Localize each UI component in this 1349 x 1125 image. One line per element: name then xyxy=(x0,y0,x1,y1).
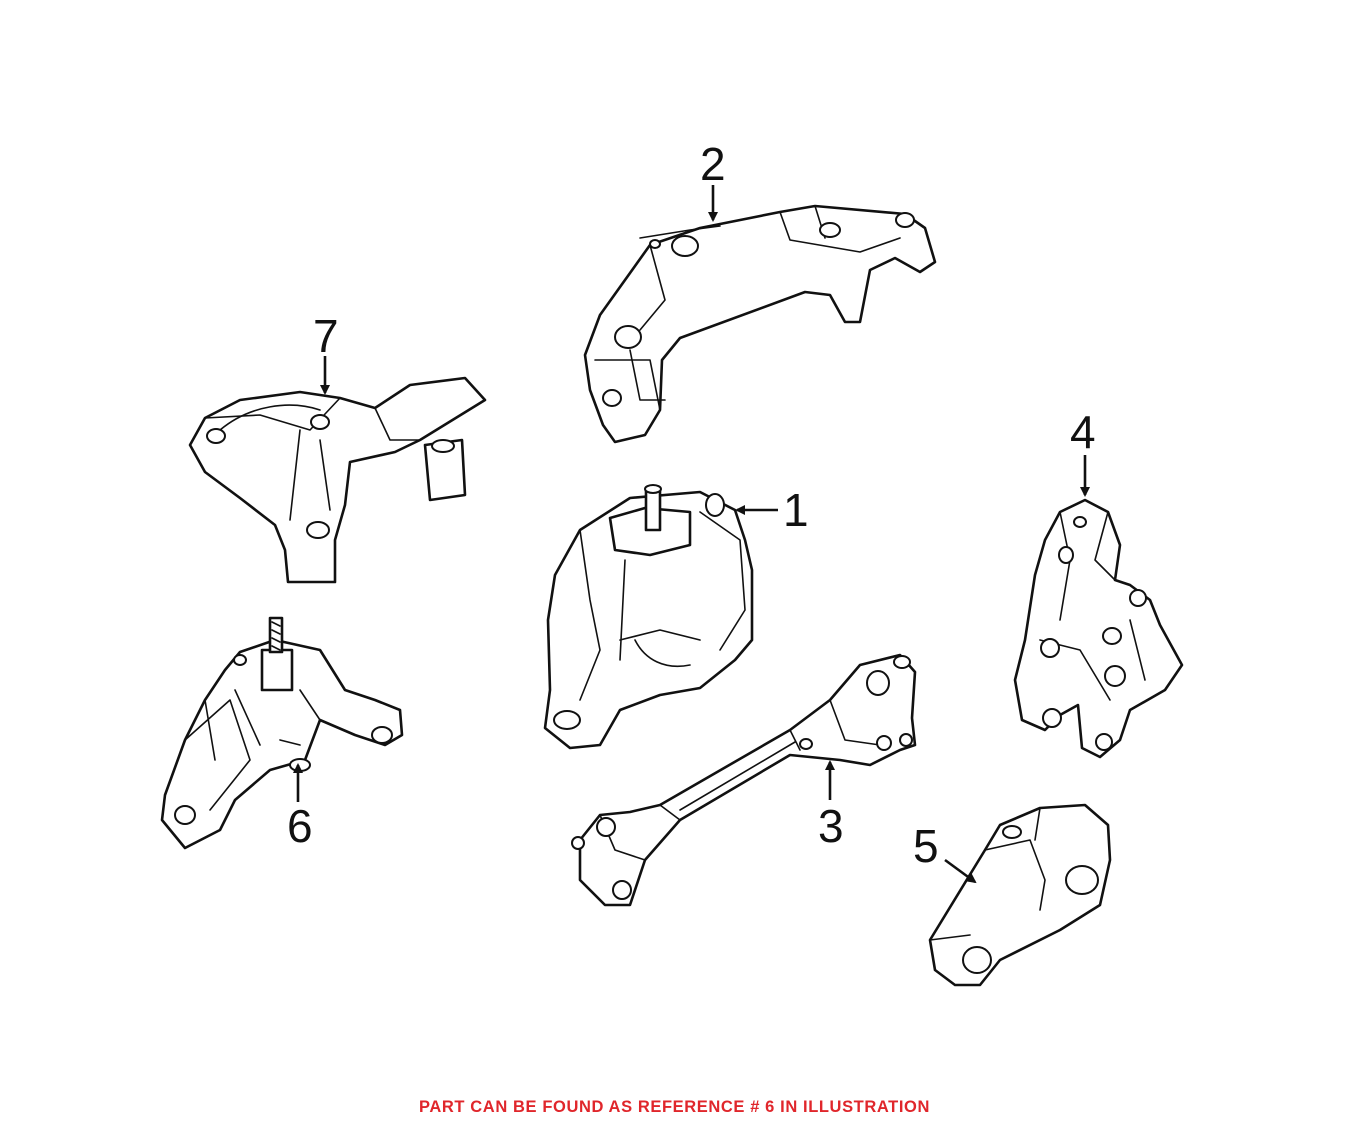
part-4-bracket xyxy=(1013,498,1184,759)
callout-7: 7 xyxy=(313,310,339,362)
callout-4: 4 xyxy=(1070,406,1096,458)
parts-diagram: 2 7 1 4 3 5 6 xyxy=(160,138,1184,987)
part-5-torque-strut xyxy=(928,803,1112,987)
part-2-bracket xyxy=(583,204,937,444)
reference-caption: PART CAN BE FOUND AS REFERENCE # 6 IN IL… xyxy=(419,1098,930,1116)
callout-3: 3 xyxy=(818,800,844,852)
part-3-crossmember xyxy=(571,653,917,907)
callout-5-arrow xyxy=(944,858,977,884)
part-6-transmission-mount xyxy=(160,616,404,850)
part-1-engine-mount xyxy=(543,484,754,750)
callout-5: 5 xyxy=(913,820,939,872)
callout-2: 2 xyxy=(700,138,726,190)
callout-1: 1 xyxy=(783,484,809,536)
callout-6: 6 xyxy=(287,800,313,852)
part-7-bracket xyxy=(188,376,487,584)
